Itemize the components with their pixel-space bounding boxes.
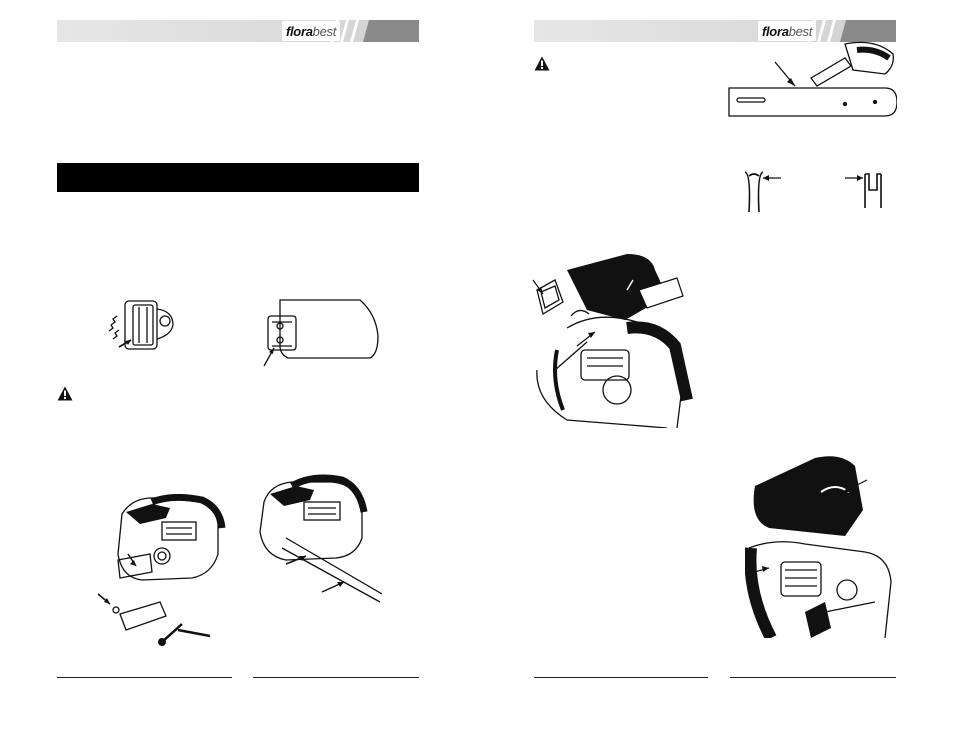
- figure-rail-profile-correct: [845, 173, 882, 208]
- logo-main-text: flora: [761, 23, 789, 39]
- header-stripes: [807, 20, 896, 42]
- logo-main-text: flora: [285, 23, 313, 39]
- figure-bar-cover: [263, 299, 379, 367]
- section-banner: [57, 163, 419, 192]
- footer-rule-1: [57, 677, 232, 678]
- figure-saw-bar-installed: [259, 474, 383, 603]
- footer-rule-1: [534, 677, 708, 678]
- figure-air-filter-removal: [532, 254, 693, 428]
- footer-rule-2: [730, 677, 896, 678]
- figure-bar-rail-filing: [728, 41, 897, 117]
- footer-rule-2: [253, 677, 419, 678]
- logo-accent-text: best: [312, 23, 337, 39]
- warning-icon: [57, 386, 73, 401]
- logo-accent-text: best: [788, 23, 813, 39]
- warning-icon: [534, 56, 550, 71]
- header-stripes: [330, 20, 419, 42]
- figure-saw-disassembly: [97, 494, 226, 646]
- figure-sprocket-assembly: [108, 300, 174, 350]
- figure-spark-plug-access: [745, 456, 892, 638]
- figure-rail-profile-worn: [744, 171, 781, 213]
